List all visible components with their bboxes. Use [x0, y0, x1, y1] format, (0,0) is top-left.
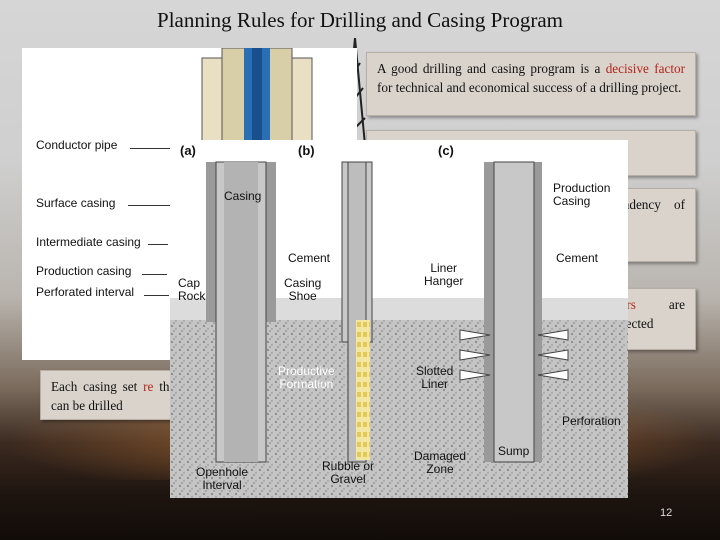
- leader-line: [144, 295, 169, 296]
- text-box-each-casing: Each casing set re that can be drilled: [40, 370, 190, 420]
- leader-line: [130, 148, 170, 149]
- label-cement-c: Cement: [556, 251, 599, 265]
- label-liner-hanger: Liner Hanger: [424, 261, 464, 288]
- leader-line: [148, 244, 168, 245]
- box-text: Each casing set re that can be drilled: [51, 377, 179, 415]
- label-productive-formation: Productive Formation: [278, 364, 335, 391]
- label-conductor-pipe: Conductor pipe: [36, 138, 118, 152]
- label-intermediate-casing: Intermediate casing: [36, 235, 141, 249]
- label-slotted-liner: Slotted Liner: [416, 364, 454, 391]
- completion-diagram: [170, 161, 628, 498]
- label-casing: Casing: [224, 189, 262, 203]
- panel-label-c: (c): [438, 143, 454, 158]
- highlighted-text: decisive factor: [605, 61, 685, 76]
- highlighted-text: re: [143, 379, 154, 394]
- label-perforation: Perforation: [562, 414, 621, 428]
- label-rubble-or-gravel: Rubble or Gravel: [322, 459, 375, 486]
- text-box-decisive-factor: A good drilling and casing program is a …: [366, 52, 696, 116]
- label-casing-shoe: Casing Shoe: [284, 276, 322, 303]
- panel-label-a: (a): [180, 143, 196, 158]
- leader-line: [142, 274, 167, 275]
- label-openhole-interval: Openhole Interval: [196, 465, 249, 492]
- slide-title: Planning Rules for Drilling and Casing P…: [157, 8, 563, 32]
- label-perforated-interval: Perforated interval: [36, 285, 135, 299]
- panel-label-b: (b): [298, 143, 315, 158]
- box-text: A good drilling and casing program is a …: [377, 59, 685, 97]
- completion-diagram-panel: (a) (b) (c) Casing Cement Cap Rock Casin…: [170, 140, 628, 498]
- page-number: 12: [660, 507, 673, 519]
- body-text: for technical and economical success of …: [377, 80, 682, 95]
- label-cement: Cement: [288, 251, 331, 265]
- body-text: Each casing set: [51, 379, 144, 394]
- label-production-casing-c: Production Casing: [553, 181, 611, 208]
- label-cap-rock: Cap Rock: [178, 276, 206, 303]
- label-surface-casing: Surface casing: [36, 196, 116, 210]
- leader-line: [128, 205, 173, 206]
- label-sump: Sump: [498, 444, 530, 458]
- body-text: A good drilling and casing program is a: [377, 61, 606, 76]
- label-production-casing: Production casing: [36, 264, 132, 278]
- label-damaged-zone: Damaged Zone: [414, 449, 467, 476]
